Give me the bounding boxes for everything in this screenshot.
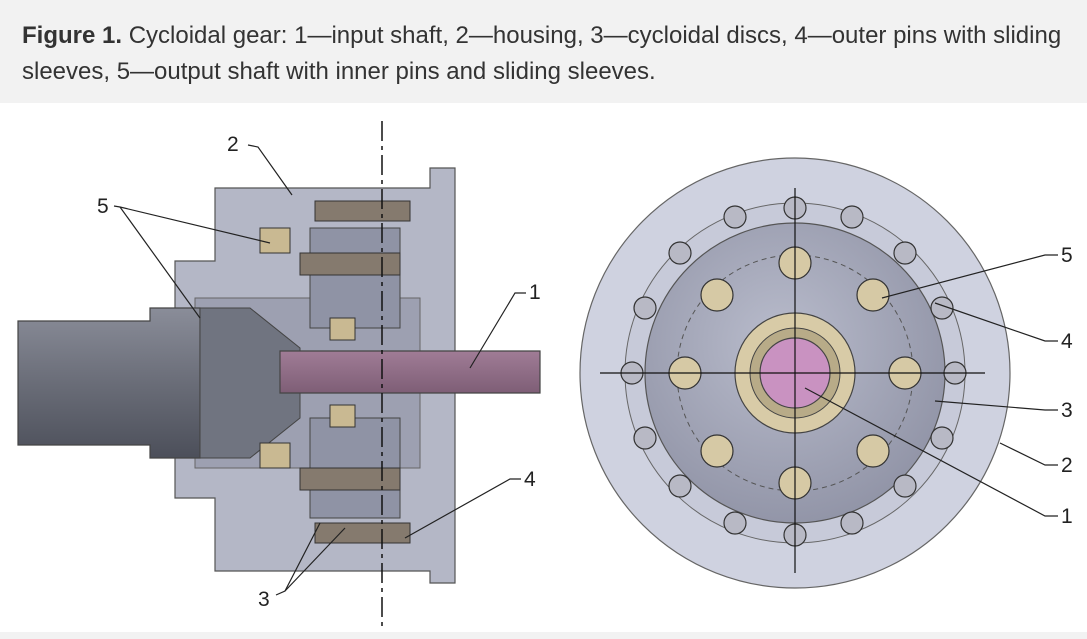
left-label-4: 4 xyxy=(524,468,536,491)
left-label-3: 3 xyxy=(258,588,270,611)
right-label-3: 3 xyxy=(1061,399,1073,422)
figure-caption: Figure 1. Cycloidal gear: 1—input shaft,… xyxy=(0,0,1087,103)
caption-label: Figure 1. xyxy=(22,22,123,49)
right-label-5: 5 xyxy=(1061,244,1073,267)
right-label-1: 1 xyxy=(1061,505,1073,528)
left-label-1: 1 xyxy=(529,281,541,304)
right-label-4: 4 xyxy=(1061,330,1073,353)
cycloidal-gear-drawing: 2 5 1 4 3 xyxy=(17,121,1073,628)
front-view: 5 4 3 2 1 xyxy=(579,157,1073,589)
bottom-margin xyxy=(0,632,1087,639)
figure-image: 2 5 1 4 3 xyxy=(0,103,1087,632)
left-label-2: 2 xyxy=(227,133,239,156)
right-label-2: 2 xyxy=(1061,454,1073,477)
section-view: 2 5 1 4 3 xyxy=(17,121,541,628)
caption-text: Cycloidal gear: 1—input shaft, 2—housing… xyxy=(22,22,1062,85)
left-label-5: 5 xyxy=(97,195,109,218)
